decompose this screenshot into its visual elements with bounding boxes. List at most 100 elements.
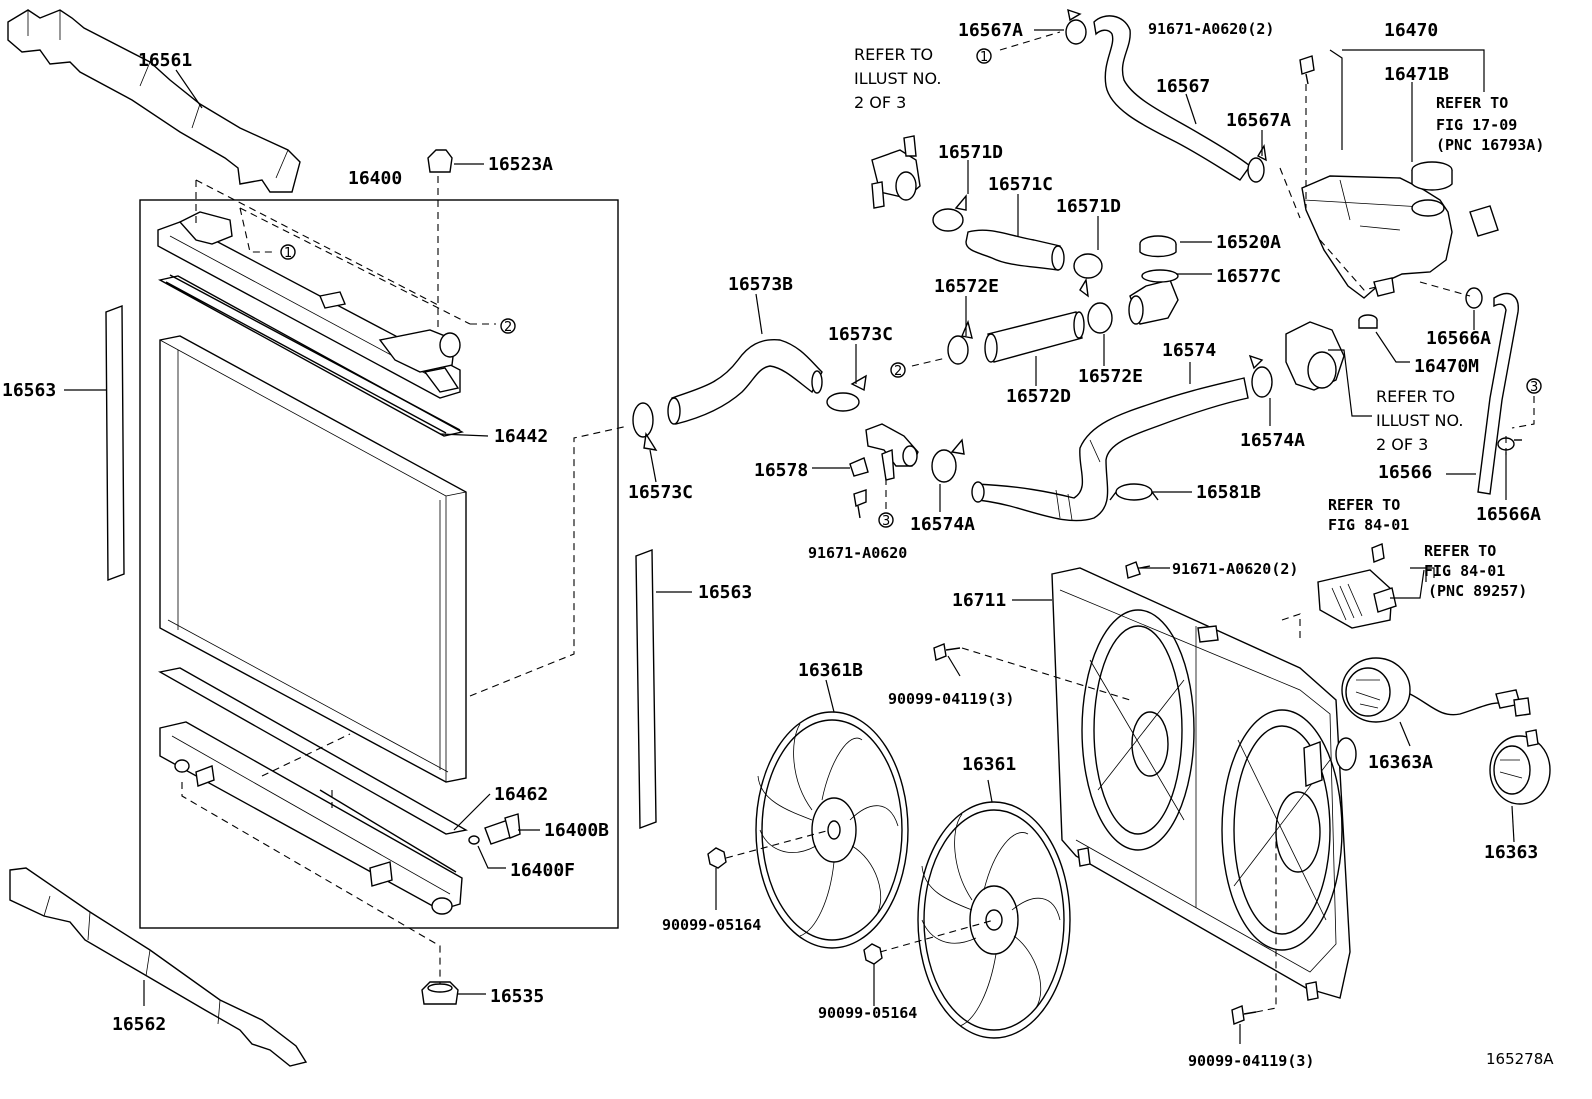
lower-tank-gasket xyxy=(158,667,468,835)
radiator-upper-tank xyxy=(157,211,461,399)
fan-shroud-16711 xyxy=(1051,567,1357,1001)
label-16470: 16470 xyxy=(1384,20,1438,41)
lower-radiator-seal-16562 xyxy=(9,867,308,1067)
inlet-housing-right xyxy=(1285,321,1345,391)
figure-id: 165278A xyxy=(1486,1050,1554,1068)
label-16578: 16578 xyxy=(754,460,808,481)
label-16574A-left: 16574A xyxy=(910,514,975,535)
svg-text:2 OF 3: 2 OF 3 xyxy=(854,93,906,112)
label-16711: 16711 xyxy=(952,590,1006,611)
fan-motor-16363A xyxy=(1341,657,1531,723)
label-91671-A0620-2-top: 91671-A0620(2) xyxy=(1148,20,1274,38)
label-16361B: 16361B xyxy=(798,660,863,681)
label-16400F: 16400F xyxy=(510,860,575,881)
upper-hose-16573B xyxy=(667,339,823,425)
hose-16572D xyxy=(984,311,1085,363)
lower-cushion-16535 xyxy=(421,981,459,1005)
label-90099-04119-3-upper: 90099-04119(3) xyxy=(888,690,1014,708)
callout-3-right: 3 xyxy=(1526,378,1542,395)
label-16573B: 16573B xyxy=(728,274,793,295)
svg-text:FIG 84-01: FIG 84-01 xyxy=(1424,562,1505,580)
hose-clamp-16566A-lower xyxy=(1497,437,1522,451)
screw-90099-04119-upper xyxy=(933,643,961,661)
svg-text:ILLUST NO.: ILLUST NO. xyxy=(854,69,941,88)
label-16442: 16442 xyxy=(494,426,548,447)
hose-clamp-16573C-right xyxy=(826,374,867,412)
hose-clamp-16581B xyxy=(1109,483,1159,501)
callout-2-middle: 2 xyxy=(890,362,906,379)
label-16566: 16566 xyxy=(1378,462,1432,483)
upper-radiator-seal-16561 xyxy=(7,9,301,193)
drain-oring-16400F xyxy=(468,835,480,845)
hose-clamp-16574A-right xyxy=(1248,354,1273,398)
label-16571C: 16571C xyxy=(988,174,1053,195)
label-90099-05164-right: 90099-05164 xyxy=(818,1004,917,1022)
label-16363: 16363 xyxy=(1484,842,1538,863)
filler-neck-16577C xyxy=(1128,269,1179,325)
radiator-lower-tank xyxy=(159,721,463,915)
svg-text:3: 3 xyxy=(1530,380,1538,395)
label-16471B: 16471B xyxy=(1384,64,1449,85)
svg-text:(PNC 89257): (PNC 89257) xyxy=(1428,582,1527,600)
caution-plate xyxy=(1469,205,1499,237)
overflow-hose-16566 xyxy=(1477,293,1519,495)
svg-text:1: 1 xyxy=(284,246,292,261)
upper-tank-gasket xyxy=(158,275,464,437)
label-16400: 16400 xyxy=(348,168,402,189)
drain-cock-16400B xyxy=(484,813,521,845)
hose-clamp-16574A-left xyxy=(931,438,965,483)
plug-16470M xyxy=(1358,314,1378,329)
label-16581B: 16581B xyxy=(1196,482,1261,503)
hose-clamp-16572E-right xyxy=(1087,302,1113,334)
guide-lines-middle xyxy=(885,31,1535,640)
svg-text:FIG 17-09: FIG 17-09 xyxy=(1436,116,1517,134)
svg-text:REFER TO: REFER TO xyxy=(1376,387,1455,406)
label-16361: 16361 xyxy=(962,754,1016,775)
svg-text:3: 3 xyxy=(882,514,890,529)
label-16567A-top: 16567A xyxy=(958,20,1023,41)
bolt-91671-A0620-lower xyxy=(853,489,867,519)
svg-text:REFER TO: REFER TO xyxy=(1424,542,1496,560)
hose-clamp-16566A-upper xyxy=(1465,287,1483,309)
radiator-core xyxy=(159,335,467,783)
reference-fig-84-01-b: REFER TO FIG 84-01 (PNC 89257) xyxy=(1424,542,1527,600)
callout-3-middle: 3 xyxy=(878,512,894,529)
guide-lines-fans xyxy=(725,647,1277,1013)
callout-1-left: 1 xyxy=(280,244,296,261)
label-16567: 16567 xyxy=(1156,76,1210,97)
label-90099-05164-left: 90099-05164 xyxy=(662,916,761,934)
label-90099-04119-3-lower: 90099-04119(3) xyxy=(1188,1052,1314,1070)
water-outlet-16578 xyxy=(849,423,919,481)
label-16571D-right: 16571D xyxy=(1056,196,1121,217)
svg-text:REFER TO: REFER TO xyxy=(1328,496,1400,514)
label-16363A: 16363A xyxy=(1368,752,1433,773)
label-16574A-right: 16574A xyxy=(1240,430,1305,451)
inlet-housing-illust2 xyxy=(871,135,921,209)
label-16561: 16561 xyxy=(138,50,192,71)
seal-strip-16442 xyxy=(169,274,461,431)
leader-lines xyxy=(64,29,1515,1044)
label-16535: 16535 xyxy=(490,986,544,1007)
side-seal-right-16563 xyxy=(635,548,657,830)
lower-hose-16574 xyxy=(971,377,1249,522)
hose-clamp-16572E-left xyxy=(947,319,973,365)
svg-text:2: 2 xyxy=(504,320,512,335)
svg-text:FIG 84-01: FIG 84-01 xyxy=(1328,516,1409,534)
label-16563-right: 16563 xyxy=(698,582,752,603)
hose-clamp-16571D-right xyxy=(1073,253,1103,298)
reservoir-tank-16470 xyxy=(1301,175,1453,299)
hose-clamp-16571D-left xyxy=(932,194,967,232)
label-16462: 16462 xyxy=(494,784,548,805)
label-91671-A0620: 91671-A0620 xyxy=(808,544,907,562)
part-labels: 16561 16400 16523A 16563 16442 16563 164… xyxy=(2,20,1541,1070)
reservoir-hose-16567 xyxy=(1093,15,1251,181)
label-16573C-upper: 16573C xyxy=(828,324,893,345)
svg-text:ILLUST NO.: ILLUST NO. xyxy=(1376,411,1463,430)
label-16566A-lower: 16566A xyxy=(1476,504,1541,525)
bolt-91671-A0620-mid xyxy=(1125,561,1151,579)
hose-clamp-16573C-left xyxy=(632,402,658,451)
label-16573C-lower: 16573C xyxy=(628,482,693,503)
svg-text:(PNC 16793A): (PNC 16793A) xyxy=(1436,136,1544,154)
hose-clamp-16567A-top xyxy=(1065,8,1087,45)
reference-illust-b: REFER TO ILLUST NO. 2 OF 3 xyxy=(1376,387,1463,454)
